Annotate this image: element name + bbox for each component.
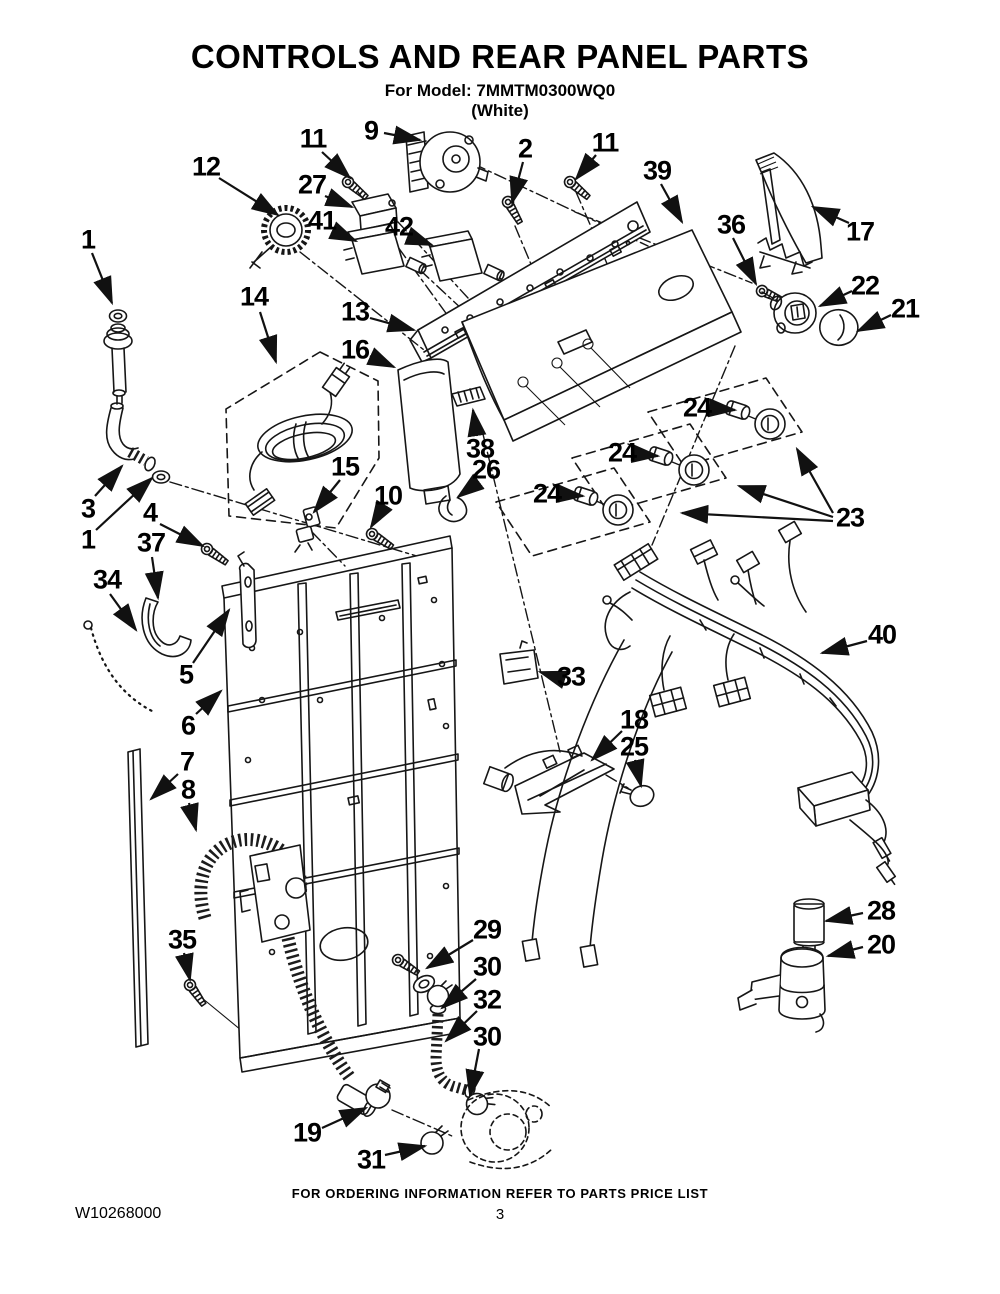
screw-4 (198, 540, 231, 569)
callout-15: 15 (330, 451, 360, 482)
callout-11: 11 (591, 127, 620, 158)
part-27-switch (351, 193, 398, 231)
part-30-clamp-b (461, 1084, 499, 1122)
part-18-bracket (482, 744, 615, 815)
part-15-terminal (294, 506, 321, 553)
inlet-screen-tube (103, 323, 133, 405)
part-3-fill-hose (105, 402, 156, 472)
callout-2: 2 (517, 133, 533, 164)
callout-29: 29 (472, 914, 502, 945)
screw-11a (339, 173, 371, 203)
part-14-power-cord (225, 351, 380, 529)
callout-19: 19 (292, 1117, 322, 1148)
part-19-hose-connector (336, 1079, 391, 1117)
callout-10: 10 (373, 480, 403, 511)
part-1-washer-top (108, 309, 128, 323)
ordering-note: FOR ORDERING INFORMATION REFER TO PARTS … (291, 1186, 709, 1201)
callout-14: 14 (239, 281, 269, 312)
part-7-trim-strip (127, 748, 149, 1048)
doc-number: W10268000 (75, 1205, 162, 1222)
part-24-knob-clip-a (723, 399, 786, 440)
callout-33: 33 (556, 661, 586, 692)
part-21-knob (819, 309, 859, 346)
callout-27: 27 (297, 169, 327, 200)
part-38-grille (451, 386, 486, 407)
callout-17: 17 (845, 216, 875, 247)
callout-42: 42 (384, 211, 414, 242)
page-number: 3 (495, 1206, 505, 1223)
screw-location-indicators (517, 338, 631, 426)
callout-30: 30 (472, 951, 502, 982)
part-39-console (461, 229, 742, 442)
part-17-endcap-right (755, 152, 823, 275)
part-28-capacitor (793, 898, 825, 954)
callout-11: 11 (299, 123, 328, 154)
callout-28: 28 (866, 895, 896, 926)
callout-30: 30 (472, 1021, 502, 1052)
page-title: CONTROLS AND REAR PANEL PARTS (190, 38, 810, 75)
part-26-clip (438, 495, 468, 523)
callout-4: 4 (142, 497, 158, 528)
color-line: (White) (471, 101, 529, 120)
part-5-bracket (237, 551, 257, 649)
callout-24: 24 (682, 392, 712, 423)
callout-24: 24 (532, 478, 562, 509)
callout-31: 31 (356, 1144, 386, 1175)
callout-3: 3 (80, 493, 96, 524)
callout-35: 35 (167, 924, 197, 955)
callout-22: 22 (850, 270, 880, 301)
callout-34: 34 (92, 564, 122, 595)
part-40-wire-harness (521, 520, 897, 968)
header: CONTROLS AND REAR PANEL PARTS For Model:… (0, 40, 1000, 119)
part-31-clamp (420, 1125, 449, 1155)
part-29-screw-plug (389, 951, 436, 994)
callout-7: 7 (179, 746, 195, 777)
callout-9: 9 (363, 115, 379, 146)
callout-25: 25 (619, 731, 649, 762)
part-16-endcap-left (397, 358, 461, 505)
callout-12: 12 (191, 151, 221, 182)
model-line: For Model: 7MMTM0300WQ0 (384, 81, 616, 100)
part-42-switch (421, 230, 505, 282)
part-34-tie (83, 620, 154, 713)
part-24-knob-clip-b (646, 445, 710, 486)
callout-13: 13 (340, 296, 370, 327)
callout-32: 32 (472, 984, 502, 1015)
callout-18: 18 (619, 704, 649, 735)
screw-35 (181, 976, 210, 1009)
callout-8: 8 (180, 774, 196, 805)
callout-6: 6 (180, 710, 196, 741)
callout-24: 24 (607, 437, 637, 468)
callout-5: 5 (178, 659, 194, 690)
callout-1: 1 (80, 524, 96, 555)
callout-1: 1 (80, 224, 96, 255)
part-37-hose-clamp (141, 597, 192, 658)
callout-26: 26 (471, 454, 501, 485)
part-20-pump (737, 946, 826, 1033)
callout-23: 23 (835, 502, 865, 533)
pump-mount-plate (239, 844, 311, 943)
callout-39: 39 (642, 155, 672, 186)
callout-20: 20 (866, 929, 896, 960)
callout-36: 36 (716, 209, 746, 240)
part-22-dial-skirt (769, 292, 817, 334)
part-8-drain-hose (194, 833, 356, 1082)
callout-40: 40 (867, 619, 897, 650)
callout-38: 38 (465, 433, 495, 464)
part-1-washer-bottom (151, 470, 171, 484)
callout-37: 37 (136, 527, 166, 558)
part-33-clip (499, 640, 539, 685)
callout-41: 41 (307, 205, 337, 236)
callout-21: 21 (890, 293, 920, 324)
part-41-switch (343, 223, 427, 275)
leader-arrows (90, 125, 892, 1162)
part-12-timer-rotor (249, 205, 311, 269)
callout-16: 16 (340, 334, 370, 365)
part-9-timer (405, 131, 489, 193)
